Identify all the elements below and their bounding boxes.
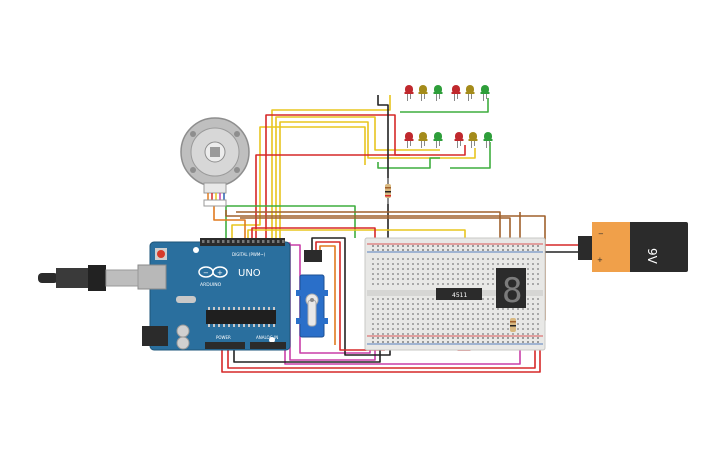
led-icon[interactable] (433, 132, 443, 148)
wire[interactable] (271, 95, 391, 243)
led-icon[interactable] (480, 85, 490, 101)
svg-text:+: + (217, 269, 223, 277)
usb-cable-icon (38, 265, 139, 291)
wire[interactable] (377, 95, 389, 240)
arduino-logo: − + (198, 266, 228, 278)
usb-jack (137, 264, 167, 290)
led-icon[interactable] (418, 85, 428, 101)
led-icon[interactable] (404, 132, 414, 148)
wire[interactable] (279, 121, 476, 243)
svg-text:−: − (203, 269, 209, 277)
led-icon[interactable] (483, 132, 493, 148)
wire[interactable] (280, 242, 376, 361)
resistor-icon[interactable] (385, 178, 391, 204)
wire[interactable] (227, 340, 536, 369)
wire[interactable] (315, 241, 385, 351)
wire[interactable] (231, 126, 366, 243)
wire[interactable] (400, 98, 489, 113)
stepper-motor-icon[interactable] (180, 117, 250, 207)
battery-label: 9V (645, 248, 659, 265)
seven-segment-display[interactable]: 8 (496, 268, 526, 311)
seven-segment-digit: 8 (502, 271, 522, 311)
led-icon[interactable] (433, 85, 443, 101)
reset-button[interactable] (157, 250, 165, 258)
ic-label: 4511 (452, 292, 467, 299)
wire[interactable] (251, 227, 376, 245)
battery-9v-icon[interactable]: − + 9V (578, 222, 688, 272)
wire[interactable] (450, 142, 491, 169)
ic-chip[interactable]: 4511 (436, 288, 482, 300)
wire[interactable] (236, 211, 501, 240)
arduino-uno[interactable]: DIGITAL (PWM~) − + UNO ARDUINO POWER A (137, 238, 291, 351)
wire[interactable] (240, 217, 511, 240)
arduino-logo-text: ARDUINO (200, 282, 222, 288)
led-icon[interactable] (465, 85, 475, 101)
servo-icon[interactable] (296, 250, 328, 338)
wire[interactable] (225, 205, 356, 243)
led-icon[interactable] (404, 85, 414, 101)
arduino-brand: UNO (238, 268, 261, 279)
led-icon[interactable] (451, 85, 461, 101)
power-label: POWER (216, 335, 231, 340)
analog-label: ANALOG IN (256, 335, 278, 340)
power-jack (142, 326, 168, 346)
svg-text:−: − (598, 230, 604, 238)
wire[interactable] (377, 157, 440, 169)
led-icon[interactable] (454, 132, 464, 148)
digital-header-label: DIGITAL (PWM~) (232, 252, 266, 257)
led-icon[interactable] (418, 132, 428, 148)
led-icon[interactable] (468, 132, 478, 148)
wire[interactable] (221, 335, 541, 373)
led-array[interactable] (404, 85, 493, 148)
resistor-icon[interactable] (510, 318, 516, 332)
wire[interactable] (275, 116, 440, 243)
wire[interactable] (233, 345, 381, 363)
svg-text:+: + (597, 256, 603, 264)
wire[interactable] (311, 237, 391, 356)
wire[interactable] (255, 145, 466, 243)
breadboard-holes (372, 245, 539, 343)
wire[interactable] (286, 244, 371, 354)
atmega-chip (206, 310, 276, 324)
chip-pins (208, 307, 275, 327)
wire[interactable] (213, 200, 246, 240)
digital-header-pins[interactable] (202, 240, 285, 243)
